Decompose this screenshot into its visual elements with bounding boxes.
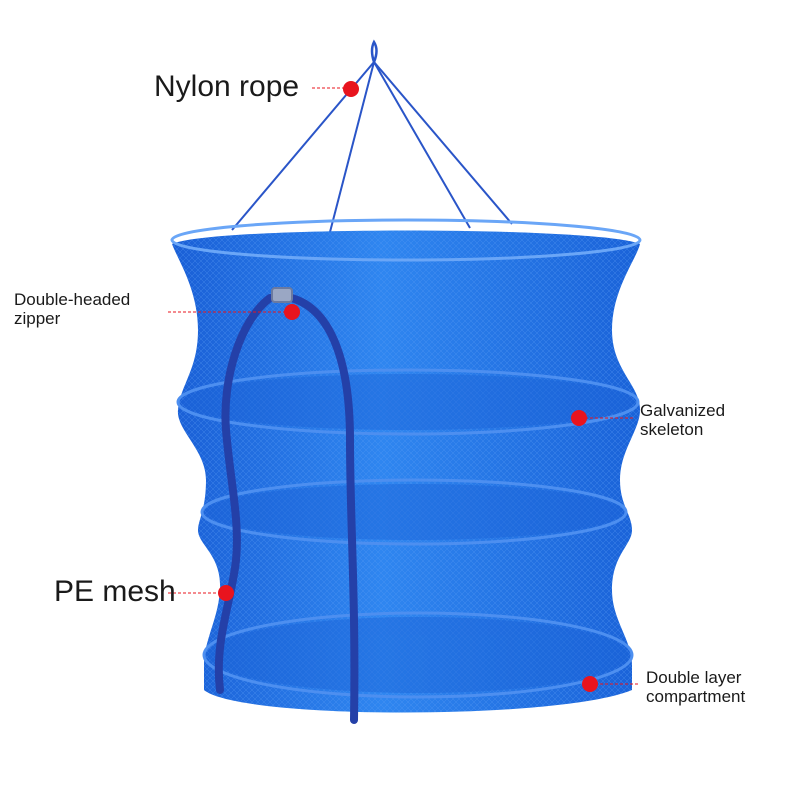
skeleton-label: Galvanized skeleton (640, 401, 725, 439)
zipper-label-line2: zipper (14, 309, 61, 328)
nylon-rope (231, 39, 513, 233)
compartment-label-line2: compartment (646, 687, 746, 706)
callout-markers (168, 81, 640, 692)
mesh-body (172, 230, 640, 713)
compartment-label: Double layer compartment (646, 668, 745, 706)
pe-mesh-label: PE mesh (54, 575, 176, 608)
zipper-label-line1: Double-headed (14, 290, 131, 309)
nylon-rope-label: Nylon rope (154, 70, 300, 103)
galvanized-skeleton (170, 218, 642, 699)
compartment-label-line1: Double layer (646, 668, 742, 687)
double-headed-zipper (214, 287, 359, 724)
skeleton-label-line2: skeleton (640, 420, 704, 439)
zipper-label: Double-headed zipper (14, 290, 130, 328)
skeleton-label-line1: Galvanized (640, 401, 726, 420)
shelf-floors (182, 374, 634, 693)
